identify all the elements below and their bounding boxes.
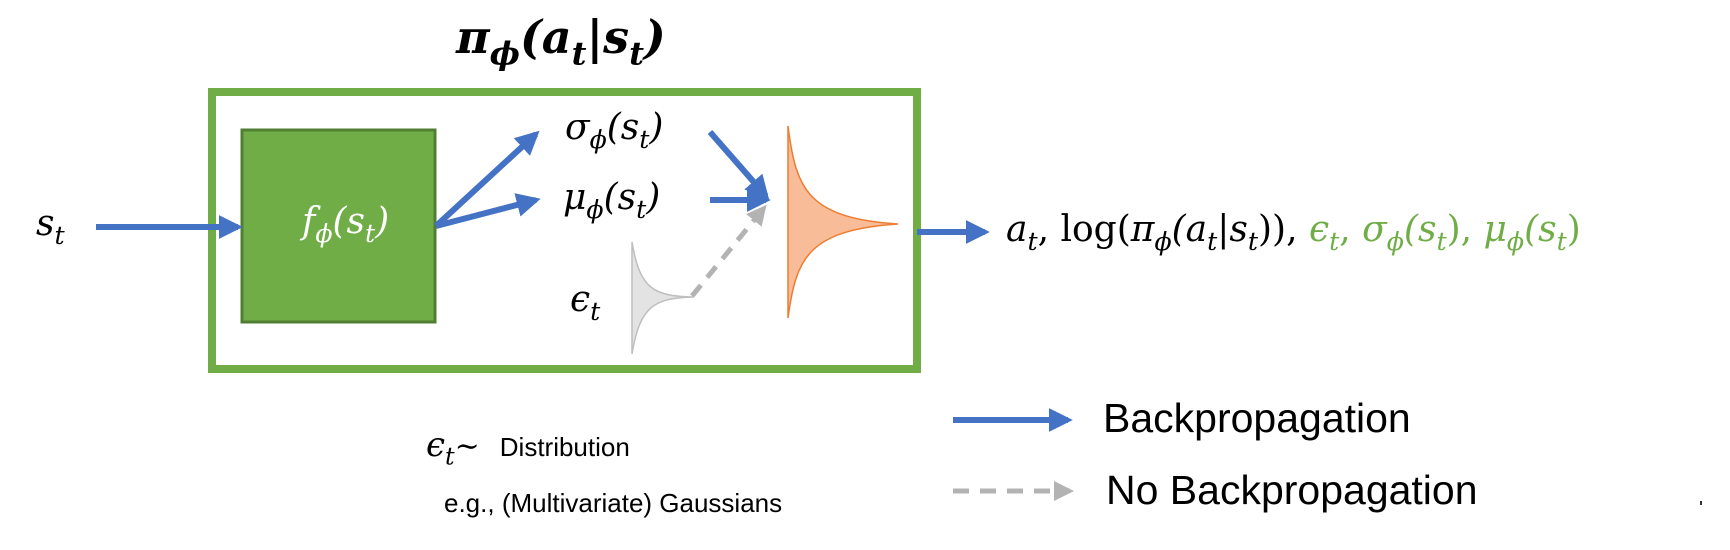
policy-title: πϕ(at|st): [456, 10, 666, 73]
arrow-to-sigma: [433, 130, 540, 229]
legend-backprop-label: Backpropagation: [1103, 395, 1411, 441]
arrow-to-mu: [435, 193, 541, 229]
output-expression: at, log(πϕ(at|st)), ϵt, σϕ(st), μϕ(st): [1006, 209, 1581, 256]
network-label: fϕ(st): [302, 201, 390, 248]
epsilon-label: ϵt: [570, 279, 601, 326]
network-box: [240, 128, 437, 324]
mu-label: μϕ(st): [563, 177, 661, 224]
noise-distribution: [631, 241, 695, 355]
corner-mark: [1700, 501, 1702, 505]
arrow-eps-to-dist: [690, 204, 767, 298]
action-distribution: [787, 125, 899, 319]
noise-example: e.g., (Multivariate) Gaussians: [444, 488, 783, 518]
noise-note: ϵt∼ Distribution: [426, 425, 630, 471]
input-state-label: st: [36, 203, 65, 250]
arrow-sigma-to-dist: [707, 130, 770, 200]
sigma-label: σϕ(st): [565, 107, 664, 154]
legend-no-backprop-label: No Backpropagation: [1106, 467, 1478, 513]
